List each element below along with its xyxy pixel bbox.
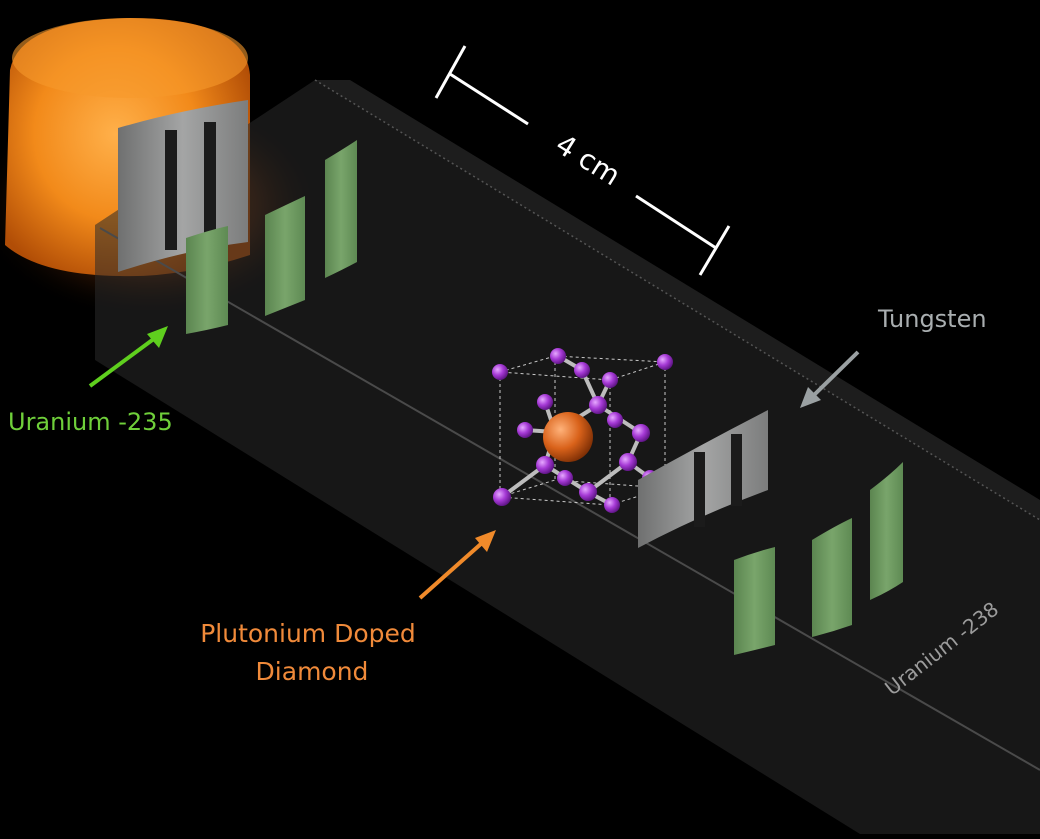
tungsten-arrowhead [800,387,821,408]
plutonium-label-line1: Plutonium Doped [200,619,416,648]
plutonium-arrow-shaft [418,541,484,600]
tungsten-plate-left [118,100,248,272]
slab-dotted-edge [314,79,1040,521]
plutonium-atom [543,412,593,462]
u235-plate-2 [265,196,305,316]
carbon-atom [537,394,553,410]
tungsten-label: Tungsten [877,305,987,333]
u235-plate-3 [325,140,357,278]
u235-arrowhead [147,326,168,348]
tungsten-arrow [800,350,860,408]
carbon-atom [604,497,620,513]
carbon-atom [492,364,508,380]
uranium-235-label: Uranium -235 [8,408,173,436]
scale-tick-right [698,225,731,276]
scale-bar [434,45,731,276]
carbon-atom [557,470,573,486]
u235-arrow-shaft [88,336,157,388]
tungsten-slot-4 [731,434,742,506]
carbon-atom [536,456,554,474]
carbon-atom [589,396,607,414]
carbon-atom [657,354,673,370]
core-top [12,18,248,98]
scale-tick-left [434,45,467,99]
unit-cell-top [499,355,666,381]
carbon-atom [607,412,623,428]
slab-ridge [99,227,1040,771]
carbon-atom [619,453,637,471]
carbon-atom [602,372,618,388]
carbon-atom [574,362,590,378]
plutonium-arrow [418,530,496,600]
tungsten-slot-3 [694,452,705,527]
scale-line-left [449,72,529,126]
crystal-atoms [492,348,673,513]
scale-label: 4 cm [550,128,626,193]
diamond-crystal [492,348,673,513]
carbon-atom [632,424,650,442]
carbon-atom [550,348,566,364]
carbon-atom [493,488,511,506]
u238-plate-3 [870,462,903,600]
uranium-235-arrow [88,326,168,388]
tungsten-plate-right [638,410,768,548]
u238-plate-2 [812,518,852,637]
uranium-235-plates [186,140,357,334]
plutonium-label-line2: Diamond [256,657,369,686]
carbon-atom [517,422,533,438]
tungsten-slot-1 [165,130,177,250]
u238-plate-1 [734,547,775,655]
tungsten-slot-2 [204,122,216,238]
tungsten-arrow-shaft [811,350,860,398]
scale-line-right [635,194,717,250]
unit-cell [499,355,666,506]
uranium-238-plates [734,462,903,655]
plutonium-arrowhead [475,530,496,552]
carbon-atom [579,483,597,501]
u235-plate-1 [186,226,228,334]
unit-cell-bottom [499,479,666,506]
